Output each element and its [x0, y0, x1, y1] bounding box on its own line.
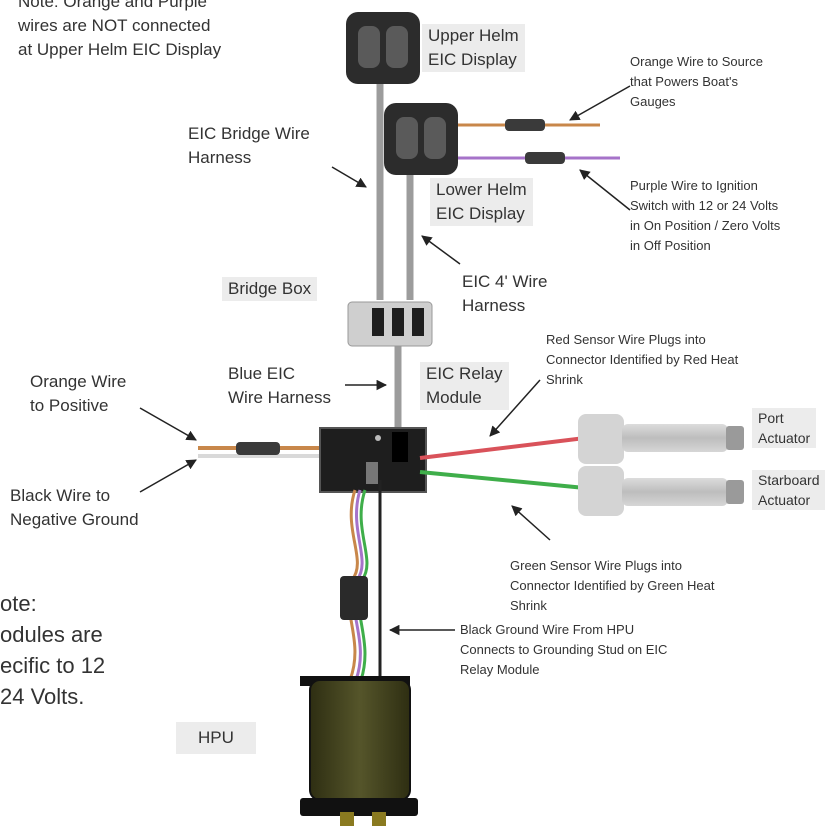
note-modules-line-2: odules are [0, 622, 103, 647]
lower-helm-display [384, 103, 458, 175]
green-sensor-line-3: Shrink [510, 598, 547, 613]
label-green-sensor: Green Sensor Wire Plugs into Connector I… [510, 556, 715, 616]
note-modules: ote: odules are ecific to 12 24 Volts. [0, 588, 105, 712]
black-ground-line-2: Connects to Grounding Stud on EIC [460, 642, 668, 657]
black-ground-line-1: Black Ground Wire From HPU [460, 622, 635, 637]
red-sensor-line-1: Red Sensor Wire Plugs into [546, 332, 706, 347]
pointer-arrows [139, 85, 631, 636]
label-eic-relay: EIC Relay Module [420, 362, 509, 410]
purple-ignition-line-1: Purple Wire to Ignition [630, 178, 758, 193]
port-actuator-device [578, 414, 744, 464]
note-line-3: at Upper Helm EIC Display [18, 40, 222, 59]
note-modules-line-1: ote: [0, 591, 37, 616]
port-actuator-line-2: Actuator [758, 430, 811, 446]
label-starboard-actuator: Starboard Actuator [752, 470, 826, 510]
sensor-wires [419, 436, 586, 490]
eic-4ft-line-2: Harness [462, 296, 526, 315]
note-modules-line-3: ecific to 12 [0, 653, 106, 678]
upper-helm-line-1: Upper Helm [428, 26, 519, 45]
lower-helm-line-1: Lower Helm [436, 180, 527, 199]
purple-ignition-line-4: in Off Position [630, 238, 711, 253]
starboard-actuator-line-2: Actuator [758, 492, 811, 508]
hpu-cable [340, 480, 382, 681]
note-modules-line-4: 24 Volts. [0, 684, 85, 709]
label-eic-4ft: EIC 4' Wire Harness [462, 270, 547, 318]
green-sensor-line-2: Connector Identified by Green Heat [510, 578, 715, 593]
orange-source-line-2: that Powers Boat's [630, 74, 738, 89]
black-negative-line-1: Black Wire to [10, 486, 111, 505]
blue-eic-line-1: Blue EIC [228, 364, 296, 383]
lower-helm-wires [458, 119, 620, 164]
black-ground-line-3: Relay Module [460, 662, 540, 677]
orange-source-line-1: Orange Wire to Source [630, 54, 763, 69]
label-blue-eic: Blue EIC Wire Harness [228, 362, 331, 410]
starboard-actuator-line-1: Starboard [758, 472, 820, 488]
upper-helm-line-2: EIC Display [428, 50, 517, 69]
eic-relay-line-2: Module [426, 388, 482, 407]
orange-positive-line-2: to Positive [30, 396, 109, 415]
bridge-box-device [347, 301, 433, 347]
label-black-ground: Black Ground Wire From HPU Connects to G… [460, 620, 667, 680]
hpu-device [300, 676, 418, 826]
note-orange-purple: Note: Orange and Purple wires are NOT co… [18, 0, 221, 62]
green-sensor-line-1: Green Sensor Wire Plugs into [510, 558, 682, 573]
port-actuator-line-1: Port [758, 410, 784, 426]
red-sensor-line-2: Connector Identified by Red Heat [546, 352, 739, 367]
note-line-1: Note: Orange and Purple [18, 0, 208, 11]
label-orange-positive: Orange Wire to Positive [30, 370, 126, 418]
starboard-actuator-device [578, 466, 744, 516]
upper-helm-display [346, 12, 420, 84]
label-hpu: HPU [176, 722, 256, 754]
purple-ignition-line-2: Switch with 12 or 24 Volts [630, 198, 779, 213]
note-line-2: wires are NOT connected [18, 16, 211, 35]
orange-source-line-3: Gauges [630, 94, 676, 109]
lower-helm-line-2: EIC Display [436, 204, 525, 223]
purple-ignition-line-3: in On Position / Zero Volts [630, 218, 781, 233]
label-eic-bridge: EIC Bridge Wire Harness [188, 122, 310, 170]
label-purple-ignition: Purple Wire to Ignition Switch with 12 o… [630, 176, 780, 256]
eic-4ft-line-1: EIC 4' Wire [462, 272, 548, 291]
gray-harnesses [376, 70, 414, 435]
eic-relay-module-device [319, 427, 427, 493]
label-upper-helm: Upper Helm EIC Display [422, 24, 525, 72]
eic-bridge-line-2: Harness [188, 148, 252, 167]
label-red-sensor: Red Sensor Wire Plugs into Connector Ide… [546, 330, 738, 390]
label-orange-source: Orange Wire to Source that Powers Boat's… [630, 52, 763, 112]
label-port-actuator: Port Actuator [752, 408, 817, 448]
eic-bridge-line-1: EIC Bridge Wire [188, 124, 310, 143]
label-black-negative: Black Wire to Negative Ground [10, 484, 139, 532]
black-negative-line-2: Negative Ground [10, 510, 139, 529]
orange-positive-line-1: Orange Wire [30, 372, 127, 391]
blue-eic-line-2: Wire Harness [228, 388, 331, 407]
label-bridge-box: Bridge Box [222, 277, 318, 301]
label-lower-helm: Lower Helm EIC Display [430, 178, 533, 226]
red-sensor-line-3: Shrink [546, 372, 583, 387]
eic-relay-line-1: EIC Relay [426, 364, 503, 383]
